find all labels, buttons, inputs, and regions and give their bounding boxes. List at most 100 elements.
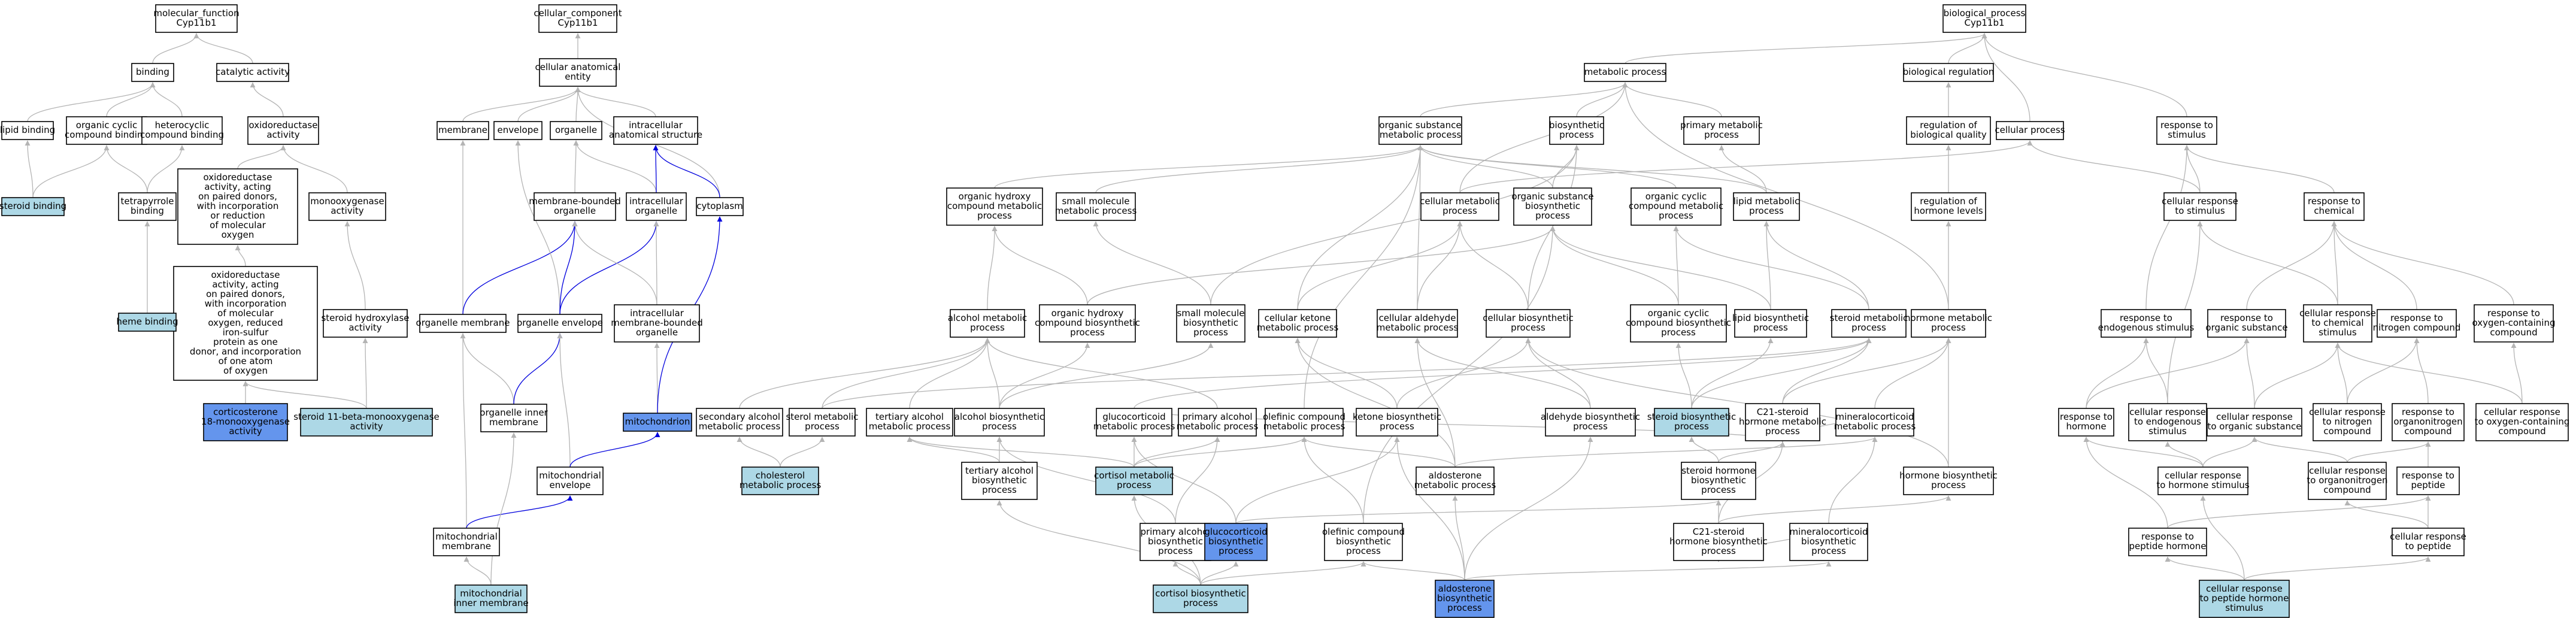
term-node-metab[interactable]: metabolic process: [1584, 63, 1666, 82]
term-node-membrane[interactable]: membrane: [437, 121, 489, 140]
term-node-sterbind[interactable]: steroid binding: [0, 197, 66, 216]
term-node-cytoplasm[interactable]: cytoplasm: [696, 197, 744, 216]
term-node-hemebind[interactable]: heme binding: [116, 313, 178, 332]
term-node-envelope[interactable]: envelope: [493, 121, 543, 140]
term-node-orgenv[interactable]: organelle envelope: [517, 314, 603, 333]
term-node-bioreg[interactable]: biological regulation: [1903, 63, 1994, 82]
term-node-catalytic[interactable]: catalytic activity: [216, 63, 290, 82]
term-node-orgmem[interactable]: organelle membrane: [416, 314, 510, 333]
term-node-binding[interactable]: binding: [131, 63, 174, 82]
term-node-organelle[interactable]: organelle: [550, 121, 602, 140]
term-node-cellproc[interactable]: cellular process: [1995, 121, 2065, 140]
term-node-mito[interactable]: mitochondrion: [623, 413, 692, 432]
term-node-lipidbind[interactable]: lipid binding: [0, 121, 55, 140]
